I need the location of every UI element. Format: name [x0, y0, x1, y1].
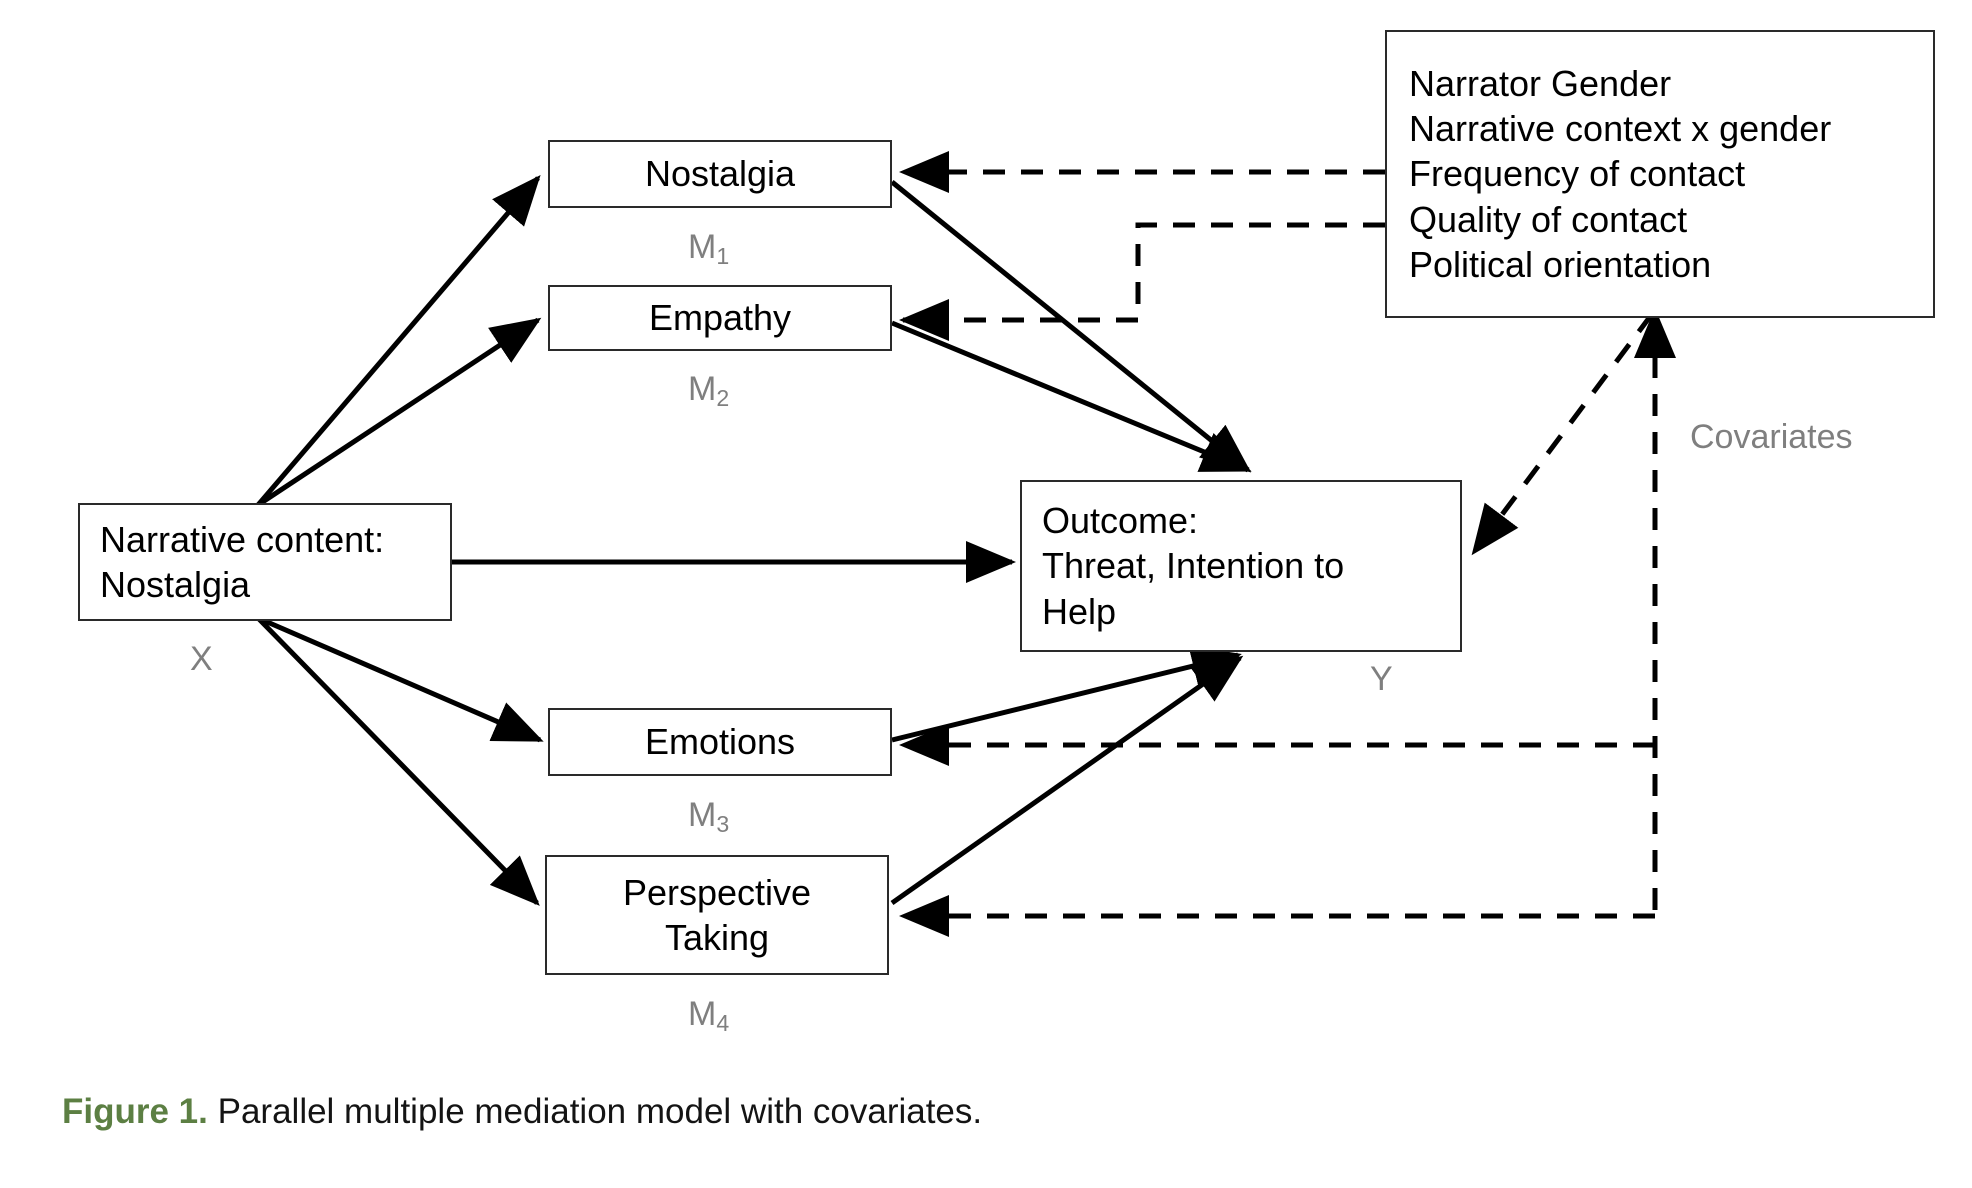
node-narrative-content-line2: Nostalgia [100, 564, 251, 605]
node-mediator-emotions-label: Emotions [644, 721, 796, 763]
edge-covariates-to-empathy [898, 222, 1385, 341]
label-m2: M2 [688, 370, 730, 412]
label-m2-sub: 2 [716, 385, 730, 412]
figure-caption-text: Parallel multiple mediation model with c… [217, 1092, 983, 1131]
node-outcome-line3: Help [1042, 590, 1117, 632]
edge-covariates-to-outcome [1471, 312, 1655, 556]
node-outcome[interactable]: Outcome: Threat, Intention to Help [1020, 480, 1462, 652]
edge-x-to-emotions [257, 615, 544, 743]
node-covariates-list[interactable]: Narrator Gender Narrative context x gend… [1385, 30, 1935, 318]
label-m3-base: M [688, 796, 717, 834]
node-mediator-nostalgia-label: Nostalgia [644, 153, 796, 195]
node-mediator-emotions[interactable]: Emotions [548, 708, 892, 776]
label-x: X [190, 640, 213, 678]
figure-caption: Figure 1. Parallel multiple mediation mo… [62, 1092, 982, 1132]
edge-x-to-nostalgia [256, 174, 541, 507]
dashed-edges [898, 150, 1677, 937]
node-mediator-empathy-label: Empathy [648, 297, 792, 339]
label-covariates: Covariates [1690, 418, 1853, 456]
label-m2-base: M [688, 370, 717, 408]
label-m4: M4 [688, 995, 730, 1037]
label-m4-base: M [688, 995, 717, 1033]
node-mediator-perspective-taking[interactable]: Perspective Taking [545, 855, 889, 975]
node-outcome-line2: Threat, Intention to [1042, 545, 1345, 587]
node-mediator-nostalgia[interactable]: Nostalgia [548, 140, 892, 208]
node-outcome-line1: Outcome: [1042, 499, 1199, 541]
node-mediator-perspective-taking-line2: Taking [664, 917, 770, 958]
covariate-item-4: Political orientation [1409, 244, 1712, 286]
node-narrative-content[interactable]: Narrative content: Nostalgia [78, 503, 452, 621]
node-narrative-content-line1: Narrative content: [100, 518, 385, 560]
label-y: Y [1370, 660, 1393, 698]
edge-nostalgia-to-outcome [890, 180, 1252, 473]
node-mediator-perspective-taking-line1: Perspective [622, 871, 812, 913]
label-m1: M1 [688, 228, 730, 270]
covariate-item-2: Frequency of contact [1409, 153, 1746, 195]
edge-emotions-to-outcome [891, 645, 1242, 743]
label-m3-sub: 3 [716, 811, 730, 838]
figure-caption-label: Figure 1. [62, 1092, 208, 1131]
edge-x-to-perspective-taking [256, 616, 540, 906]
covariate-item-3: Quality of contact [1409, 198, 1688, 240]
label-m4-sub: 4 [716, 1010, 730, 1037]
label-m1-sub: 1 [716, 243, 730, 270]
covariate-item-1: Narrative context x gender [1409, 107, 1832, 149]
edge-empathy-to-outcome [891, 320, 1252, 473]
covariate-item-0: Narrator Gender [1409, 62, 1672, 104]
label-m3: M3 [688, 796, 730, 838]
edge-perspective-taking-to-outcome [890, 655, 1244, 906]
label-m1-base: M [688, 228, 717, 266]
node-mediator-empathy[interactable]: Empathy [548, 285, 892, 351]
edge-x-to-empathy [256, 317, 542, 508]
solid-edges [256, 174, 1252, 906]
